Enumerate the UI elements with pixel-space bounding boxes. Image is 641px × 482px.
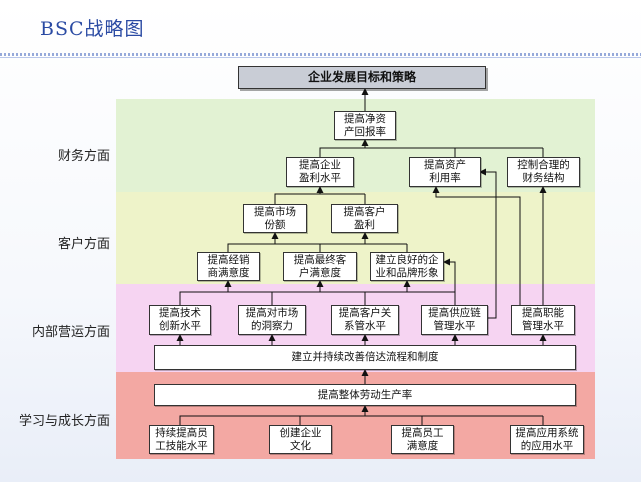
arrow-supply-to-asset [479, 168, 497, 319]
skill-box: 持续提高员 工技能水平 [149, 425, 214, 454]
tech-box: 提高技术 创新水平 [149, 305, 211, 335]
productivity-box: 提高整体劳动生产率 [154, 384, 576, 406]
app-box: 提高应用系统 的应用水平 [510, 425, 584, 454]
end-sat-box: 提高最终客 户满意度 [283, 252, 357, 281]
page-title: BSC战略图 [40, 18, 145, 40]
supply-box: 提高供应链 管理水平 [421, 305, 488, 335]
connector-learning-bus [179, 415, 543, 425]
connector-finance-bus [319, 147, 543, 157]
connector-internal-bus [179, 291, 455, 305]
share-box: 提高市场 份额 [243, 204, 307, 233]
insight-box: 提高对市场 的洞察力 [238, 305, 306, 335]
section-label-customer: 客户方面 [57, 237, 110, 252]
title-divider [0, 53, 641, 56]
process-box: 建立并持续改善倍达流程和制度 [154, 345, 576, 370]
profit-box: 提高企业 盈利水平 [286, 157, 354, 187]
goal-box: 企业发展目标和策略 [238, 66, 486, 89]
culture-box: 创建企业 文化 [269, 425, 332, 454]
connector-customer-mid-bus [227, 243, 407, 252]
arrow-supply-to-brand [443, 258, 456, 305]
section-label-learning: 学习与成长方面 [18, 414, 110, 429]
dealer-sat-box: 提高经销 商满意度 [197, 252, 260, 281]
section-label-finance: 财务方面 [57, 149, 110, 164]
emp-sat-box: 提高员工 满意度 [391, 425, 454, 454]
asset-use-box: 提高资产 利用率 [409, 157, 481, 187]
connector-customer-top-bus [274, 193, 365, 204]
arrow-function-to-asset [432, 186, 521, 305]
crm-box: 提高客户关 系管水平 [331, 305, 399, 335]
roe-box: 提高净资 产回报率 [334, 111, 396, 140]
title-divider-line [0, 57, 641, 58]
brand-box: 建立良好的企 业和品牌形象 [370, 252, 444, 281]
fin-struct-box: 控制合理的 财务结构 [507, 157, 580, 187]
cust-profit-box: 提高客户 盈利 [331, 204, 398, 233]
section-label-internal: 内部营运方面 [31, 325, 110, 340]
function-box: 提高职能 管理水平 [511, 305, 575, 335]
